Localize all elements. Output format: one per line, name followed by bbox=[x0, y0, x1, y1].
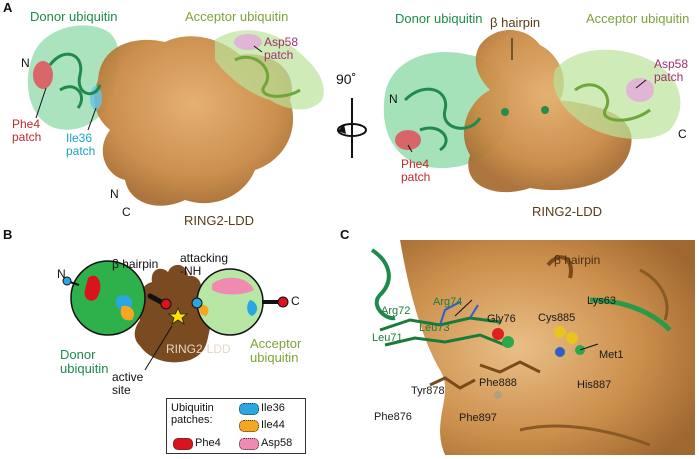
ring-label-b: RING2-LDD bbox=[166, 342, 231, 356]
residue-met1: Met1 bbox=[599, 349, 624, 361]
acceptor-surface-right bbox=[553, 49, 681, 140]
residue-gly76: Gly76 bbox=[487, 313, 516, 325]
hairpin-label-c: β hairpin bbox=[554, 253, 601, 267]
legend-label-ile44: Ile44 bbox=[261, 419, 285, 431]
residue-lys63: Lys63 bbox=[587, 295, 616, 307]
donor-sphere bbox=[70, 260, 146, 336]
hairpin-label-b: β hairpin bbox=[112, 257, 159, 271]
legend-swatch-ile36 bbox=[239, 403, 259, 415]
acceptor-ribbon-right bbox=[574, 83, 651, 122]
n-terminus-left-2: N bbox=[110, 187, 119, 201]
phe4-patch-right bbox=[395, 130, 421, 150]
asp58-patch-right bbox=[626, 78, 654, 102]
rotation-label: 90˚ bbox=[336, 71, 357, 87]
asp58-label-right: Asp58 patch bbox=[654, 57, 689, 84]
acceptor-ribbon-left bbox=[234, 55, 301, 98]
legend-label-ile36: Ile36 bbox=[261, 402, 285, 414]
legend-label-asp58: Asp58 bbox=[261, 437, 293, 449]
panel-a-right-structure bbox=[383, 30, 681, 193]
active-site-label: active site bbox=[112, 370, 144, 397]
phe4-label-right: Phe4 patch bbox=[401, 157, 431, 184]
asp58-label-left: Asp58 patch bbox=[264, 35, 299, 62]
acceptor-label-b: Acceptor ubiquitin bbox=[250, 336, 302, 365]
donor-title-right: Donor ubiquitin bbox=[395, 11, 483, 26]
residue-arg74: Arg74 bbox=[433, 296, 463, 308]
acceptor-title-left: Acceptor ubiquitin bbox=[185, 9, 289, 24]
panel-b-schematic bbox=[62, 260, 289, 371]
ring-label-left: RING2-LDD bbox=[184, 213, 255, 228]
panel-c-structure bbox=[365, 240, 695, 455]
c-terminus-right: C bbox=[678, 127, 687, 141]
phe4-label-left: Phe4 patch bbox=[12, 117, 42, 144]
residue-phe897: Phe897 bbox=[459, 412, 497, 424]
acceptor-title-right: Acceptor ubiquitin bbox=[586, 11, 690, 26]
c-terminus-left: C bbox=[122, 205, 131, 219]
panel-label-c: C bbox=[340, 227, 350, 242]
rotation-symbol bbox=[337, 98, 367, 158]
acceptor-ile44 bbox=[199, 304, 209, 316]
residue-cys885: Cys885 bbox=[538, 312, 576, 324]
acceptor-surface-left bbox=[215, 30, 324, 110]
phe4-patch-left bbox=[33, 61, 53, 89]
donor-phe4 bbox=[84, 275, 101, 301]
donor-ribbon-left bbox=[48, 52, 102, 109]
legend-swatch-asp58 bbox=[239, 438, 259, 450]
hairpin-stick bbox=[147, 293, 166, 306]
patch-legend: Ubiquitin patches: Ile36 Ile44 Phe4 Asp5… bbox=[166, 398, 306, 454]
attacking-nh-label: attacking -NH bbox=[180, 251, 229, 278]
donor-label-b: Donor ubiquitin bbox=[60, 347, 109, 376]
residue-tyr878: Tyr878 bbox=[411, 385, 445, 397]
panel-a-left-structure bbox=[27, 25, 324, 206]
donor-title-left: Donor ubiquitin bbox=[30, 9, 118, 24]
panel-label-a: A bbox=[3, 0, 13, 15]
residue-leu73: Leu73 bbox=[419, 322, 450, 334]
legend-swatch-ile44 bbox=[239, 420, 259, 432]
n-terminus-b: N bbox=[57, 267, 66, 281]
acceptor-ile36 bbox=[247, 300, 258, 316]
asp58-patch-left bbox=[234, 34, 262, 50]
legend-label-phe4: Phe4 bbox=[195, 437, 221, 449]
ile36-label-left: Ile36 patch bbox=[66, 131, 96, 158]
residue-leu71: Leu71 bbox=[372, 332, 403, 344]
legend-swatch-phe4 bbox=[173, 438, 193, 450]
c-terminus-b: C bbox=[291, 294, 300, 308]
donor-ribbon-right bbox=[403, 87, 482, 152]
acceptor-asp58 bbox=[212, 277, 254, 295]
active-site-star bbox=[167, 306, 189, 325]
residue-arg72: Arg72 bbox=[381, 305, 411, 317]
residue-his887: His887 bbox=[577, 379, 612, 391]
residue-phe876: Phe876 bbox=[374, 411, 412, 423]
donor-ile44 bbox=[120, 305, 135, 321]
ring-surface-c bbox=[400, 240, 695, 455]
n-terminus-left: N bbox=[21, 56, 30, 70]
panel-label-b: B bbox=[3, 227, 13, 242]
legend-title: Ubiquitin patches: bbox=[171, 402, 214, 426]
hairpin-label-right: β hairpin bbox=[490, 15, 541, 30]
residue-phe888: Phe888 bbox=[479, 377, 517, 389]
n-terminus-right: N bbox=[389, 92, 398, 106]
ring-label-right: RING2-LDD bbox=[532, 204, 603, 219]
